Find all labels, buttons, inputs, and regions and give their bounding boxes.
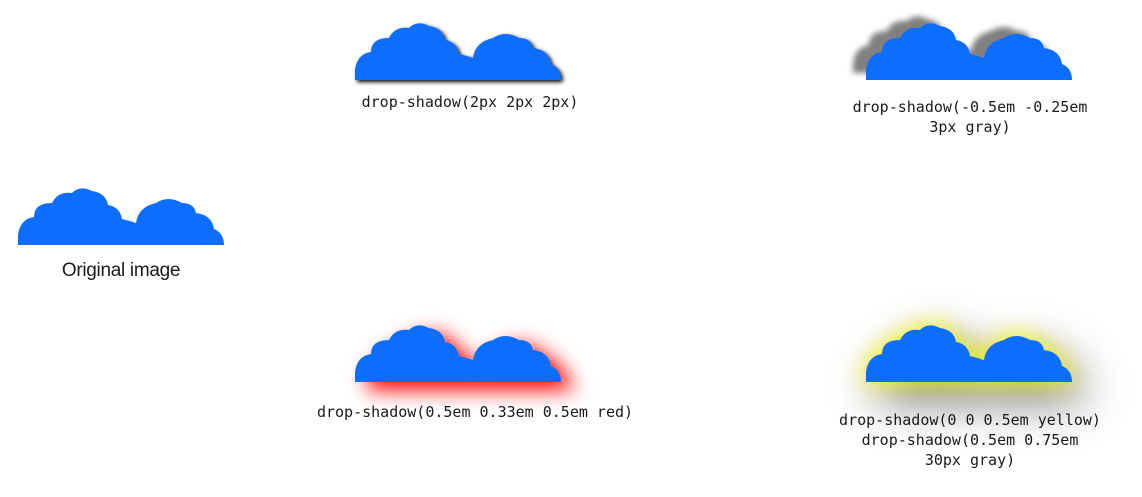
cloud-icon xyxy=(866,325,1072,382)
caption-line: 30px gray) xyxy=(924,451,1016,469)
caption-line: drop-shadow(-0.5em -0.25em xyxy=(852,98,1088,116)
cloud-drop-shadow-black xyxy=(355,20,561,80)
caption-line: 3px gray) xyxy=(929,118,1011,136)
caption-drop-shadow-red: drop-shadow(0.5em 0.33em 0.5em red) xyxy=(240,402,710,422)
caption-line: drop-shadow(2px 2px 2px) xyxy=(361,93,579,111)
cloud-icon xyxy=(355,325,561,382)
original-cloud-image xyxy=(18,185,224,245)
cloud-icon xyxy=(866,23,1072,80)
cloud-drop-shadow-red xyxy=(355,322,561,382)
caption-drop-shadow-black: drop-shadow(2px 2px 2px) xyxy=(300,92,640,112)
caption-line: drop-shadow(0 0 0.5em yellow) xyxy=(839,411,1101,429)
caption-line: drop-shadow(0.5em 0.33em 0.5em red) xyxy=(316,403,634,421)
cloud-icon xyxy=(18,188,224,245)
original-caption: Original image xyxy=(61,260,181,281)
caption-drop-shadow-yellow-gray: drop-shadow(0 0 0.5em yellow) drop-shado… xyxy=(780,410,1142,470)
caption-drop-shadow-gray: drop-shadow(-0.5em -0.25em 3px gray) xyxy=(780,97,1142,137)
cloud-drop-shadow-gray xyxy=(866,20,1072,80)
cloud-drop-shadow-yellow-gray xyxy=(866,322,1072,382)
cloud-icon xyxy=(355,23,561,80)
caption-line: drop-shadow(0.5em 0.75em xyxy=(861,431,1079,449)
